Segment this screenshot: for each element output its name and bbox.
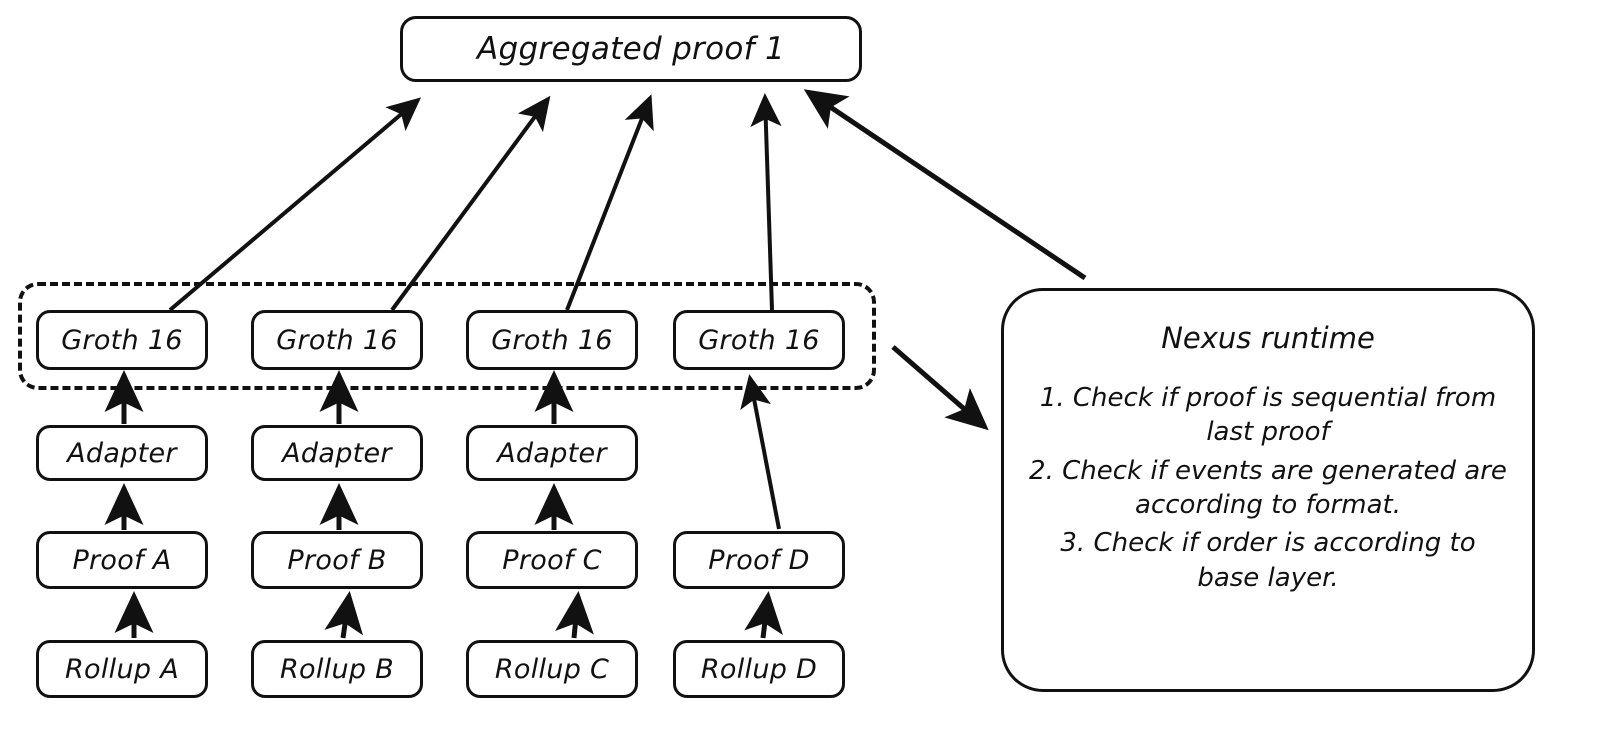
nexus-checklist-item-3: 3. Check if order is according to base l… <box>1060 528 1476 593</box>
proof-label-b: Proof B <box>287 544 387 576</box>
groth16-box-b[interactable]: Groth 16 <box>251 310 423 370</box>
adapter-box-c[interactable]: Adapter <box>466 425 638 481</box>
groth16-box-a[interactable]: Groth 16 <box>36 310 208 370</box>
adapter-box-a[interactable]: Adapter <box>36 425 208 481</box>
nexus-runtime-title: Nexus runtime <box>1161 321 1375 355</box>
proof-label-d: Proof D <box>708 544 810 576</box>
proof-box-b[interactable]: Proof B <box>251 531 423 589</box>
rollup-label-a: Rollup A <box>65 653 179 685</box>
groth16-label-c: Groth 16 <box>491 324 613 356</box>
adapter-label-a: Adapter <box>67 437 177 469</box>
arrow-proof-d-to-groth-d <box>740 374 781 530</box>
groth16-label-d: Groth 16 <box>698 324 820 356</box>
proof-label-c: Proof C <box>502 544 602 576</box>
rollup-label-d: Rollup D <box>700 653 818 685</box>
adapter-label-b: Adapter <box>282 437 392 469</box>
nexus-runtime-checklist: 1. Check if proof is sequential from las… <box>1022 381 1514 599</box>
proof-box-a[interactable]: Proof A <box>36 531 208 589</box>
rollup-label-b: Rollup B <box>279 653 395 685</box>
arrow-groth-a-to-aggregated <box>168 97 422 312</box>
aggregated-proof-box[interactable]: Aggregated proof 1 <box>400 16 862 82</box>
groth16-label-b: Groth 16 <box>276 324 398 356</box>
arrow-rollup-d-to-proof-d <box>744 591 783 639</box>
proof-box-d[interactable]: Proof D <box>673 531 845 589</box>
groth16-box-c[interactable]: Groth 16 <box>466 310 638 370</box>
arrow-nexus-to-aggregated <box>803 89 1087 281</box>
adapter-label-c: Adapter <box>497 437 607 469</box>
proof-label-a: Proof A <box>72 544 172 576</box>
arrow-groth-b-to-aggregated <box>390 95 551 312</box>
proof-box-c[interactable]: Proof C <box>466 531 638 589</box>
rollup-box-b[interactable]: Rollup B <box>251 640 423 698</box>
nexus-checklist-item-2: 2. Check if events are generated are acc… <box>1029 455 1507 520</box>
arrow-rollup-b-to-proof-b <box>324 591 364 639</box>
nexus-checklist-item-1: 1. Check if proof is sequential from las… <box>1039 383 1497 448</box>
rollup-box-d[interactable]: Rollup D <box>673 640 845 698</box>
nexus-runtime-box[interactable]: Nexus runtime 1. Check if proof is seque… <box>1001 288 1535 692</box>
rollup-box-a[interactable]: Rollup A <box>36 640 208 698</box>
arrow-groth-d-to-nexus <box>891 345 989 431</box>
arrow-rollup-c-to-proof-c <box>555 591 594 639</box>
rollup-box-c[interactable]: Rollup C <box>466 640 638 698</box>
arrow-groth-c-to-aggregated <box>565 94 654 311</box>
groth16-box-d[interactable]: Groth 16 <box>673 310 845 370</box>
aggregated-proof-label: Aggregated proof 1 <box>476 31 786 67</box>
arrow-groth-d-to-aggregated <box>750 93 782 311</box>
rollup-label-c: Rollup C <box>494 653 610 685</box>
adapter-box-b[interactable]: Adapter <box>251 425 423 481</box>
groth16-label-a: Groth 16 <box>61 324 183 356</box>
